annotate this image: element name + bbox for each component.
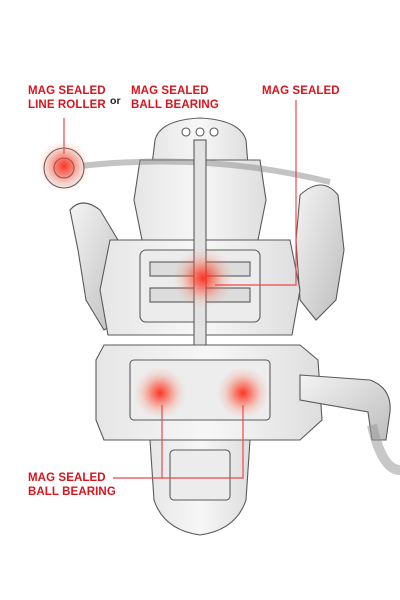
hotspot-mid-bearing bbox=[173, 248, 233, 308]
hotspot-lower-right-bearing bbox=[217, 367, 269, 419]
label-line-roller: MAG SEALED LINE ROLLER bbox=[28, 85, 106, 111]
label-or: or bbox=[110, 95, 121, 107]
label-ball-bearing-bottom: MAG SEALED BALL BEARING bbox=[28, 472, 116, 498]
connector-lines bbox=[63, 100, 297, 479]
hotspots bbox=[38, 140, 269, 419]
label-ball-bearing-top: MAG SEALED BALL BEARING bbox=[131, 85, 219, 111]
connector-mag-sealed bbox=[215, 100, 297, 286]
bail-arm-right bbox=[295, 184, 345, 321]
connector-bottom-right bbox=[162, 405, 244, 479]
hotspot-lower-left-bearing bbox=[134, 367, 186, 419]
hotspot-line-roller bbox=[38, 140, 90, 192]
label-mag-sealed: MAG SEALED bbox=[262, 85, 340, 97]
